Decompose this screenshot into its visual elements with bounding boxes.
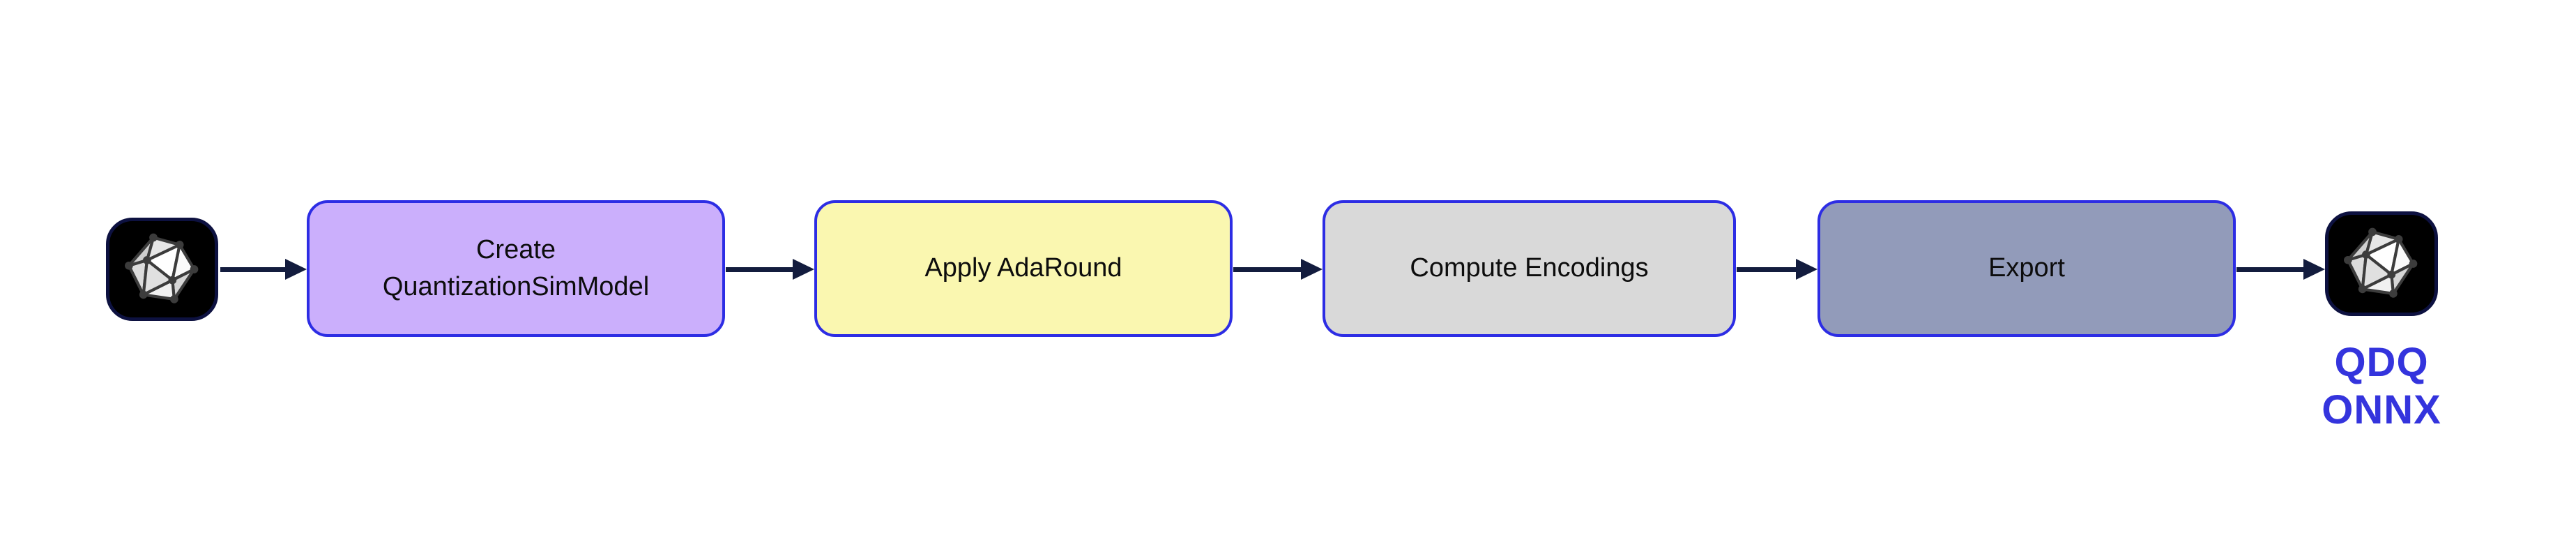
- qdq-onnx-label: QDQ ONNX: [2322, 340, 2441, 433]
- arrow-line: [1737, 266, 1796, 272]
- flow-arrow-3: [1233, 259, 1323, 280]
- step-label: Create QuantizationSimModel: [382, 234, 650, 301]
- step-label: Export: [1988, 253, 2065, 283]
- flow-arrow-2: [726, 259, 814, 280]
- step-export: Export: [1817, 200, 2236, 337]
- onnx-qdq-output-icon: [2325, 211, 2438, 316]
- step-label: Compute Encodings: [1410, 253, 1649, 283]
- arrow-head-icon: [1301, 259, 1323, 280]
- arrow-head-icon: [1796, 259, 1817, 280]
- step-apply-adaround: Apply AdaRound: [814, 200, 1233, 337]
- arrow-line: [2236, 266, 2303, 272]
- step-create-quantizationsimmodel: Create QuantizationSimModel: [307, 200, 725, 337]
- arrow-line: [220, 266, 285, 272]
- flow-arrow-4: [1737, 259, 1817, 280]
- onnx-polyhedron-graphic: [124, 233, 198, 303]
- flow-arrow-1: [220, 259, 307, 280]
- arrow-line: [1233, 266, 1301, 272]
- arrow-head-icon: [2303, 259, 2325, 280]
- step-label: Apply AdaRound: [924, 253, 1122, 283]
- arrow-head-icon: [793, 259, 814, 280]
- step-compute-encodings: Compute Encodings: [1323, 200, 1736, 337]
- flow-arrow-5: [2236, 259, 2325, 280]
- onnx-polyhedron-graphic: [2344, 227, 2418, 298]
- arrow-head-icon: [285, 259, 307, 280]
- arrow-line: [726, 266, 793, 272]
- onnx-model-icon: [106, 218, 218, 321]
